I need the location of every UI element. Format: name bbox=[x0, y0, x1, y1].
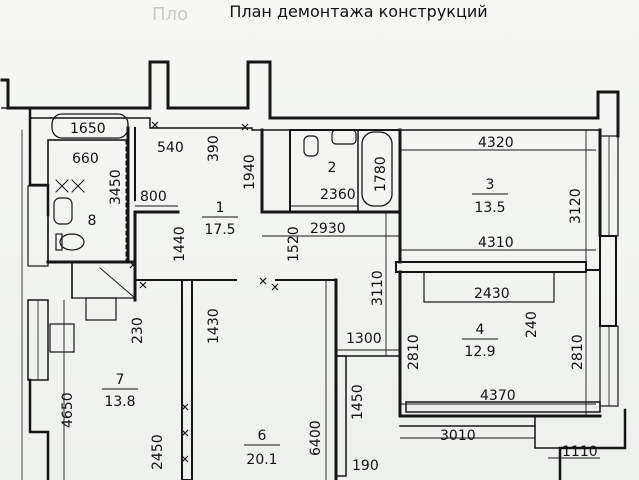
dim-4370: 4370 bbox=[480, 388, 516, 404]
demo-cross-9 bbox=[151, 121, 159, 129]
toilet-2 bbox=[303, 135, 319, 157]
dim-1650: 1650 bbox=[70, 121, 106, 137]
room-4-number: 4 bbox=[476, 322, 485, 338]
demolition-marks bbox=[129, 121, 279, 463]
demo-cross-1 bbox=[259, 277, 267, 285]
wall-right-middle bbox=[599, 235, 617, 327]
balcony-step bbox=[534, 417, 561, 449]
sink-2 bbox=[331, 129, 357, 145]
stove-7 bbox=[85, 297, 117, 321]
dim-2430: 2430 bbox=[474, 286, 510, 302]
toilet-8-tank bbox=[55, 233, 63, 251]
dim-1940: 1940 bbox=[242, 154, 258, 190]
demo-cross-7 bbox=[129, 261, 137, 269]
dim-1430: 1430 bbox=[206, 308, 222, 344]
dim-1440: 1440 bbox=[172, 226, 188, 262]
window-left-upper bbox=[27, 185, 49, 267]
room-labels: 1 17.5 2 3 13.5 4 12.9 6 20.1 7 13.8 8 bbox=[88, 160, 508, 468]
dim-800: 800 bbox=[140, 189, 167, 205]
exterior-wall-top bbox=[0, 60, 620, 138]
room-8-number: 8 bbox=[88, 213, 97, 229]
watermark-text: Пло bbox=[152, 4, 189, 25]
room-3-number: 3 bbox=[486, 177, 495, 193]
demo-cross-2 bbox=[271, 283, 279, 291]
demo-cross-4 bbox=[181, 429, 189, 437]
wall-4310 bbox=[395, 261, 587, 273]
demo-cross-3 bbox=[181, 403, 189, 411]
dim-3110: 3110 bbox=[370, 270, 386, 306]
dim-2810-right: 2810 bbox=[570, 334, 586, 370]
demo-cross-8 bbox=[241, 123, 249, 131]
exterior-wall-top-inner bbox=[29, 117, 601, 131]
exterior-wall-right-bottom bbox=[558, 408, 627, 480]
dim-2360: 2360 bbox=[320, 187, 356, 203]
room-1-area: 17.5 bbox=[204, 222, 235, 238]
room-7-number: 7 bbox=[116, 372, 125, 388]
washer-mark-2 bbox=[55, 179, 69, 193]
room-3-area: 13.5 bbox=[474, 200, 505, 216]
dim-230: 230 bbox=[130, 317, 146, 344]
dim-540: 540 bbox=[157, 140, 184, 156]
dim-3010: 3010 bbox=[440, 428, 476, 444]
room-4-area: 12.9 bbox=[464, 344, 495, 360]
demo-cross-6 bbox=[139, 281, 147, 289]
dim-3120: 3120 bbox=[568, 188, 584, 224]
plan-title-text: План демонтажа конструкций bbox=[229, 2, 488, 21]
toilet-8 bbox=[59, 233, 85, 251]
dim-6400: 6400 bbox=[308, 420, 324, 456]
dim-2930: 2930 bbox=[310, 221, 346, 237]
exterior-wall-left bbox=[28, 106, 50, 217]
dim-240: 240 bbox=[524, 311, 540, 338]
exterior-wall-left-bottom bbox=[28, 378, 50, 480]
plan-title: План демонтажа конструкций bbox=[0, 2, 639, 21]
sink-8 bbox=[53, 197, 73, 225]
dim-2810-left: 2810 bbox=[406, 334, 422, 370]
dim-390: 390 bbox=[206, 135, 222, 162]
dim-4310: 4310 bbox=[478, 235, 514, 251]
room-6-area: 20.1 bbox=[246, 452, 277, 468]
dim-1450: 1450 bbox=[350, 384, 366, 420]
dim-4320: 4320 bbox=[478, 135, 514, 151]
room-7-area: 13.8 bbox=[104, 394, 135, 410]
dim-660: 660 bbox=[72, 151, 99, 167]
kitchen-wall-diagonal bbox=[99, 267, 136, 299]
washer-mark-4 bbox=[71, 179, 85, 193]
shower-2 bbox=[361, 131, 393, 207]
dim-1110: 1110 bbox=[562, 444, 598, 460]
wall-1430 bbox=[181, 279, 193, 480]
dim-1300: 1300 bbox=[346, 331, 382, 347]
dim-1520: 1520 bbox=[286, 226, 302, 262]
demo-cross-5 bbox=[181, 455, 189, 463]
dim-1780: 1780 bbox=[373, 156, 389, 192]
bathtub-8 bbox=[51, 113, 129, 139]
dimension-lines bbox=[63, 130, 600, 480]
dim-4650: 4650 bbox=[60, 392, 76, 428]
room-2-number: 2 bbox=[328, 160, 337, 176]
sink-7 bbox=[49, 323, 75, 353]
room-6-number: 6 bbox=[258, 428, 267, 444]
dim-190: 190 bbox=[352, 458, 379, 474]
dim-3450: 3450 bbox=[108, 169, 124, 205]
wall-4370 bbox=[405, 401, 601, 413]
dimension-labels: 1650 540 390 1940 660 3450 800 1440 1520… bbox=[60, 121, 598, 474]
dim-2450: 2450 bbox=[150, 434, 166, 470]
room-1-number: 1 bbox=[216, 200, 225, 216]
